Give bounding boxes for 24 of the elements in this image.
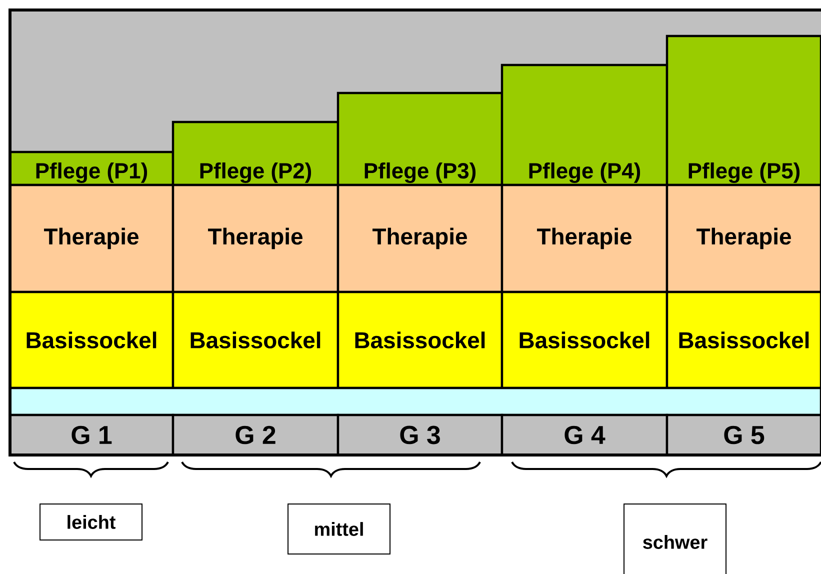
base-cell: Basissockel bbox=[666, 290, 821, 390]
base-cell: Basissockel bbox=[500, 290, 668, 390]
group-cell: G 2 bbox=[172, 414, 340, 456]
base-cell: Basissockel bbox=[8, 290, 174, 390]
level-label-box: schwer bbox=[624, 504, 726, 574]
therapy-cell: Therapie bbox=[172, 184, 340, 294]
therapy-cell: Therapie bbox=[8, 184, 174, 294]
therapy-cell: Therapie bbox=[666, 184, 821, 294]
care-level-cell: Pflege (P1) bbox=[8, 150, 174, 186]
base-cell: Basissockel bbox=[172, 290, 340, 390]
level-label-box: leicht bbox=[40, 504, 142, 540]
group-cell: G 4 bbox=[500, 414, 668, 456]
base-cell: Basissockel bbox=[336, 290, 504, 390]
care-level-cell: Pflege (P2) bbox=[172, 120, 340, 186]
group-cell: G 5 bbox=[666, 414, 821, 456]
group-cell: G 1 bbox=[8, 414, 174, 456]
band bbox=[8, 386, 821, 416]
care-level-cell: Pflege (P3) bbox=[336, 92, 504, 186]
therapy-cell: Therapie bbox=[336, 184, 504, 294]
level-label-box: mittel bbox=[288, 504, 390, 554]
care-level-cell: Pflege (P5) bbox=[666, 34, 821, 186]
group-cell: G 3 bbox=[336, 414, 504, 456]
care-level-cell: Pflege (P4) bbox=[500, 64, 668, 186]
therapy-cell: Therapie bbox=[500, 184, 668, 294]
